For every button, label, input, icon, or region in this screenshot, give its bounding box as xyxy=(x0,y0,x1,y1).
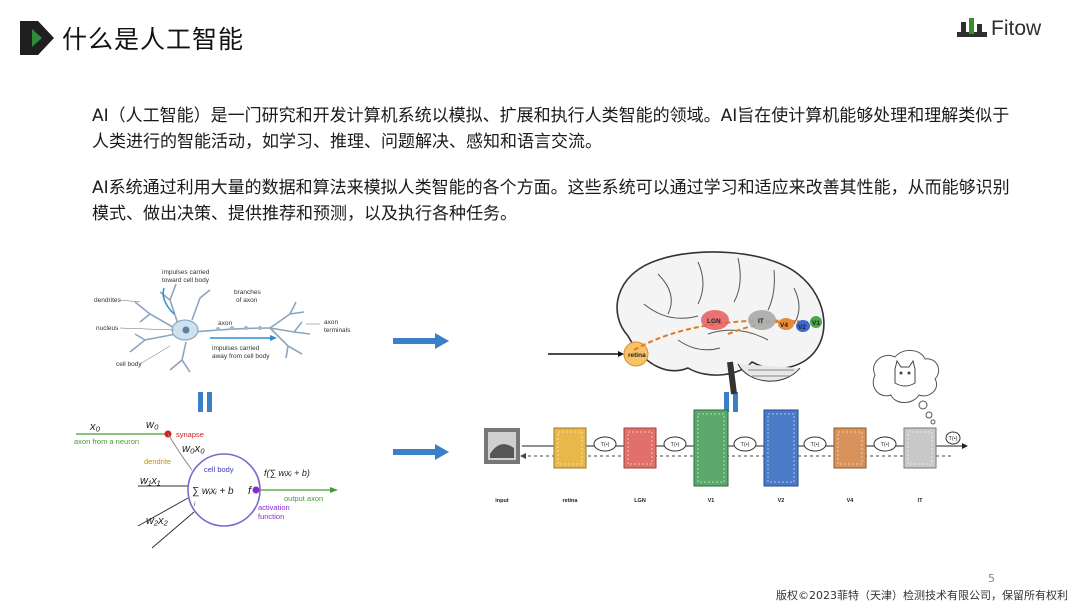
label-axon-from-neuron: axon from a neuron xyxy=(74,437,139,446)
label-x0: x₀ xyxy=(89,421,101,433)
label-retina: retina xyxy=(628,352,646,359)
label-branches-2: of axon xyxy=(236,297,258,304)
label-branches: branches xyxy=(234,289,261,296)
right-arrow-icon-2 xyxy=(393,444,449,460)
cnn-label-lgn: LGN xyxy=(634,498,646,504)
cat-thought-bubble-icon xyxy=(872,350,940,425)
cnn-layer-lgn xyxy=(623,427,657,469)
intro-paragraph: AI（人工智能）是一门研究和开发计算机系统以模拟、扩展和执行人类智能的领域。AI… xyxy=(92,106,1010,152)
detail-paragraph: AI系统通过利用大量的数据和算法来模拟人类智能的各个方面。这些系统可以通过学习和… xyxy=(92,178,1010,224)
label-dendrite: dendrite xyxy=(144,457,171,466)
equals-vertical-icon xyxy=(198,392,212,412)
label-axon-terminals-2: terminals xyxy=(324,327,351,334)
label-sum-index: i xyxy=(194,502,196,508)
copyright-notice: 版权©2023菲特（天津）检测技术有限公司，保留所有权利 xyxy=(776,589,1068,602)
cnn-layer-v1 xyxy=(693,409,729,487)
cnn-layer-retina xyxy=(553,427,587,469)
label-f: f xyxy=(248,485,252,497)
label-w0x0: w₀x₀ xyxy=(182,443,205,455)
cnn-label-v2: V2 xyxy=(778,498,785,504)
fitow-logo-icon xyxy=(957,18,987,37)
label-lgn: LGN xyxy=(707,318,721,325)
perceptron-diagram: x₀ w₀ synapse axon from a neuron w₀x₀ de… xyxy=(74,419,338,549)
cnn-label-it: IT xyxy=(918,498,924,504)
cnn-layer-v4 xyxy=(833,427,867,469)
label-v4: V4 xyxy=(780,322,788,329)
label-impulses-toward: impulses carried xyxy=(162,269,210,276)
label-v1: V1 xyxy=(812,320,820,327)
cnn-label-v1: V1 xyxy=(708,498,715,504)
label-w0: w₀ xyxy=(146,419,159,431)
equals-vertical-icon-2 xyxy=(724,392,738,412)
op-2: T(•) xyxy=(671,442,680,448)
label-cell-body: cell body xyxy=(116,361,142,368)
label-nucleus: nucleus xyxy=(96,325,119,332)
page-title: 什么是人工智能 xyxy=(62,25,245,54)
op-5: T(•) xyxy=(881,442,890,448)
op-4: T(•) xyxy=(811,442,820,448)
label-axon-terminals: axon xyxy=(324,319,338,326)
page-number: 5 xyxy=(988,572,995,585)
right-arrow-icon xyxy=(393,333,449,349)
label-it: IT xyxy=(758,318,764,325)
cnn-diagram: T(•) T(•) T(•) T(•) T(•) T(•) input reti… xyxy=(484,409,968,504)
label-synapse: synapse xyxy=(176,430,204,439)
brain-diagram: retina LGN IT V4 V2 V1 xyxy=(548,251,825,395)
label-impulses-away-2: away from cell body xyxy=(212,353,270,360)
cnn-layer-it xyxy=(903,427,937,469)
op-3: T(•) xyxy=(741,442,750,448)
label-activation-2: function xyxy=(258,512,284,521)
label-output-axon: output axon xyxy=(284,494,323,503)
label-cell-body-perceptron: cell body xyxy=(204,465,234,474)
company-logo: Fitow xyxy=(957,17,1041,41)
label-sum-expr: ∑ wᵢxᵢ + b xyxy=(192,486,234,497)
logo-text: Fitow xyxy=(991,17,1042,40)
label-v2: V2 xyxy=(798,324,806,331)
label-activation: activation xyxy=(258,503,290,512)
label-axon: axon xyxy=(218,320,232,327)
cnn-label-retina: retina xyxy=(563,498,579,504)
cnn-label-input: input xyxy=(495,498,509,504)
cnn-layer-v2 xyxy=(763,409,799,487)
label-impulses-away: impulses carried xyxy=(212,345,260,352)
label-dendrites: dendrites xyxy=(94,297,121,304)
op-1: T(•) xyxy=(601,442,610,448)
label-w1x1: w₁x₁ xyxy=(140,475,161,487)
label-f-expr: f(∑ wᵢxᵢ + b) xyxy=(264,468,310,478)
neuron-diagram: impulses carried toward cell body branch… xyxy=(94,269,351,373)
title-chevron-icon xyxy=(20,21,54,55)
label-impulses-toward-2: toward cell body xyxy=(162,277,210,284)
label-w2x2: w₂x₂ xyxy=(146,515,169,527)
cnn-label-v4: V4 xyxy=(847,498,855,504)
op-6: T(•) xyxy=(949,436,958,442)
